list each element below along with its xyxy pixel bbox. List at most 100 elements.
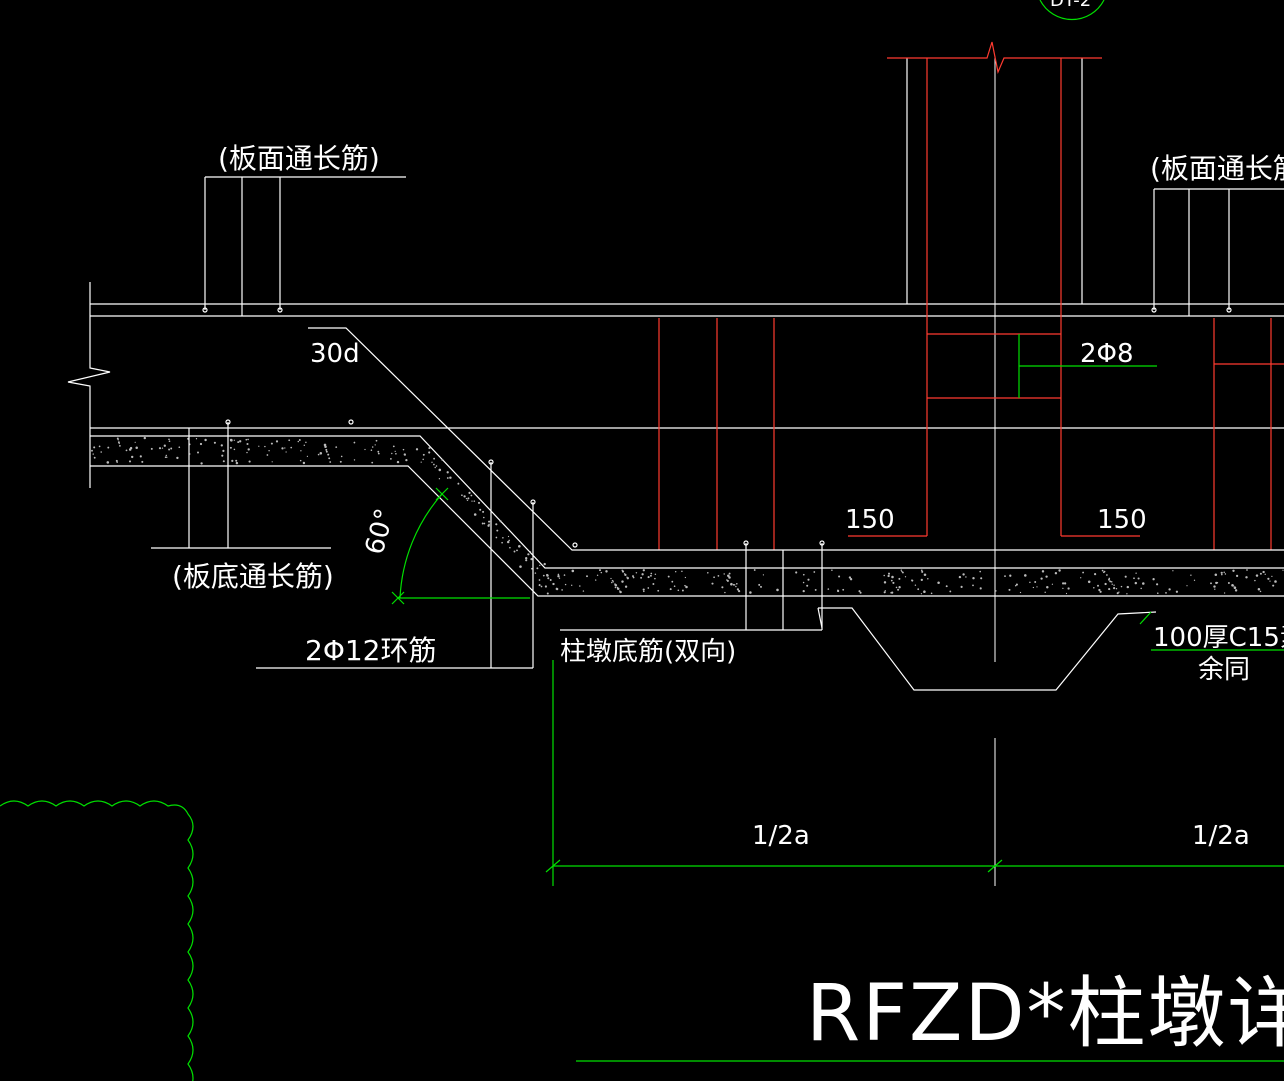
hatch-dot [233,448,236,451]
hatch-dot [375,439,378,442]
column-break-line [887,41,1102,75]
hatch-dot [914,584,917,586]
hatch-dot [1097,584,1099,587]
hatch-dot [859,591,862,594]
hatch-dot [1062,587,1064,590]
hatch-dot [247,438,249,441]
hatch-dot [557,575,560,578]
pier-bottom-rebar-label: 柱墩底筋(双向) [560,637,736,667]
hatch-dot [319,452,323,455]
hatch-dot [1111,583,1113,585]
top-rebar-leader-left [202,176,406,316]
hatch-dot [891,575,894,579]
hatch-dot [268,449,270,452]
hatch-dot [1220,571,1223,574]
hatch-dot [168,440,171,443]
hatch-dot [900,569,903,571]
hatch-dot [422,458,424,461]
hatch-dot [229,446,232,449]
hatch-dot [776,588,779,592]
hatch-dot [1008,588,1011,591]
hatch-dot [107,446,110,449]
hatch-dot [222,460,225,463]
hatch-dot [290,446,293,449]
hatch-dot [657,589,660,592]
hatch-dot [1019,591,1022,594]
hatch-dot [650,572,653,575]
hatch-dot [405,458,408,462]
hatch-dot [749,591,752,594]
hatch-dot [1126,585,1130,589]
hatch-dot [684,584,686,587]
hatch-dot [547,577,550,580]
hatch-dot [836,589,840,593]
hatch-dot [1140,587,1142,590]
hatch-dot [305,441,307,444]
hatch-dot [92,453,94,455]
hatch-dot [1227,582,1230,584]
hatch-dot [158,447,162,450]
hatch-dot [1175,590,1179,593]
hatch-dot [723,573,725,575]
hatch-dot [599,569,601,572]
hatch-dot [546,592,549,595]
hatch-dot [530,567,533,570]
hatch-dot [669,588,672,591]
hatch-dot [392,445,395,448]
hatch-dot [738,590,741,593]
hatch-dot [619,590,622,594]
hatch-dot [1193,579,1196,581]
hatch-dot [371,461,374,464]
hatch-dot [883,574,885,577]
hatch-dot [642,569,645,572]
hatch-dot [391,452,393,455]
hatch-dot [1067,587,1070,590]
hatch-dot [237,441,240,444]
hatch-dot [652,583,655,585]
hatch-dot [760,585,762,588]
hatch-dot [508,539,511,542]
hatch-dot [1082,571,1085,574]
hatch-dot [247,448,250,451]
hatch-dot [499,520,502,523]
hatch-dot [1024,574,1027,577]
hatch-dot [377,450,380,453]
hatch-dot [685,585,688,589]
hatch-dot [542,574,545,577]
hatch-dot [100,451,102,453]
hatch-dot [213,441,216,444]
hatch-dot [506,540,510,544]
hatch-dot [235,459,238,462]
hatch-dot [1032,586,1035,589]
hatch-dot [563,574,566,576]
hatch-dot [428,451,431,454]
hatch-dot [890,591,892,594]
hatch-dot [898,577,901,580]
hatch-dot [1063,582,1067,585]
hatch-dot [501,541,503,544]
hatch-dot [302,461,306,465]
hatch-dot [674,570,677,573]
hatch-dot [481,522,484,525]
callout-text: DT-2 [1050,0,1091,11]
hatch-dot [488,520,491,523]
hatch-dot [473,500,476,502]
hatch-dot [610,577,612,580]
ring-rebar-label: 2Φ12环筋 [305,634,436,667]
hatch-dot [1210,582,1212,585]
hatch-dot [806,584,809,587]
hatch-dot [288,439,291,442]
hatch-dot [1214,588,1216,590]
pier-bottom-rebar-leader [560,540,825,631]
hatch-dot [220,444,223,447]
hatch-dot [534,572,537,574]
hatch-dot [525,557,528,560]
hatch-dot [1046,586,1049,589]
half-a-label-left: 1/2a [752,821,810,851]
hatch-dot [434,466,436,469]
hatch-dot [415,448,419,451]
hatch-dot [842,588,845,591]
hatch-dot [471,500,473,502]
hatch-dot [892,581,895,584]
hatch-dot [898,586,901,589]
